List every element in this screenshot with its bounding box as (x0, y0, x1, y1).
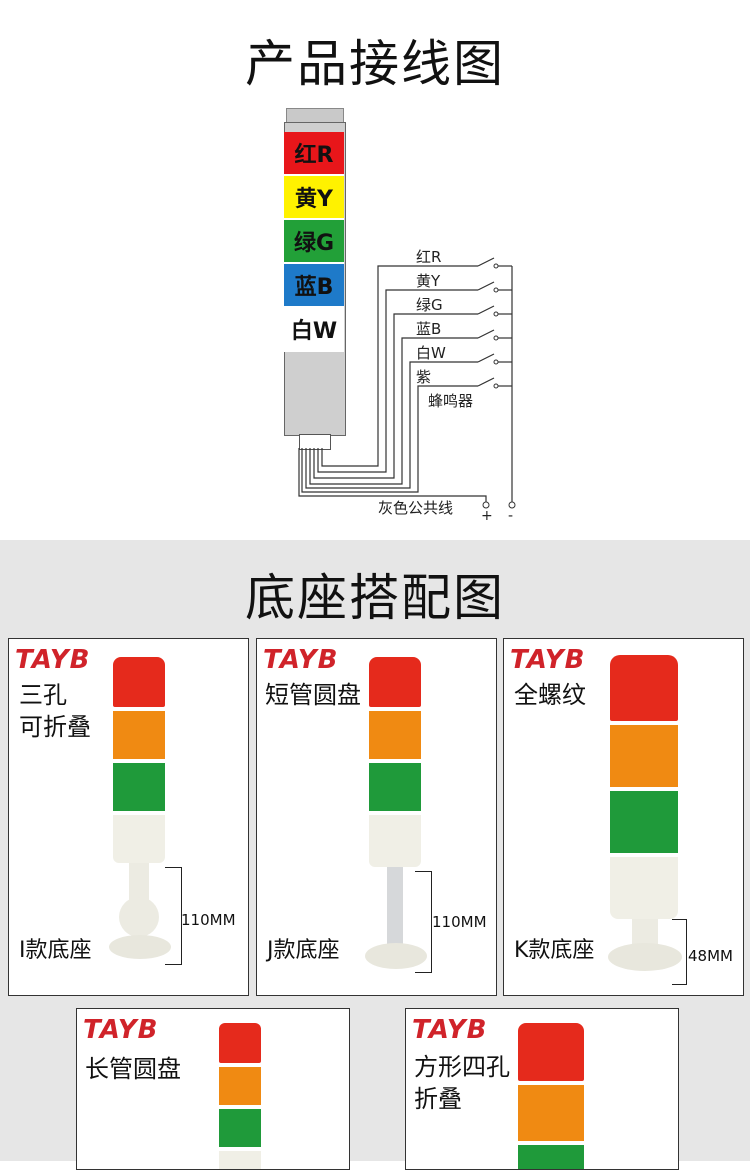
lamp-segment: 蓝B (284, 264, 344, 308)
panel-text-line: 全螺纹 (514, 681, 586, 709)
lamp-bottom-plug (299, 434, 331, 450)
wire-label-green: 绿G (416, 296, 443, 314)
lamp-segment: 白W (284, 308, 344, 352)
base-model-label: K款底座 (514, 938, 595, 963)
base-stem (129, 863, 149, 903)
panel-text-line: 方形四孔 (414, 1053, 510, 1081)
plus-terminal-label: + (481, 508, 493, 524)
light-green (113, 763, 165, 811)
lamp-segment: 黄Y (284, 176, 344, 220)
light-orange (610, 725, 678, 787)
page-title-wiring: 产品接线图 (245, 35, 505, 93)
dimension-bracket (672, 919, 687, 985)
brand-logo: TAYB (510, 645, 586, 675)
light-body (113, 815, 165, 863)
light-orange (113, 711, 165, 759)
light-orange (219, 1067, 261, 1105)
panel-text-line: 长管圆盘 (85, 1055, 181, 1083)
base-joint (119, 897, 159, 937)
panel-text-line: 三孔 (19, 681, 67, 709)
brand-logo: TAYB (83, 1015, 159, 1045)
panel-text-line: 可折叠 (19, 713, 91, 741)
dimension-label: 110MM (181, 911, 236, 929)
lamp-segment: 红R (284, 132, 344, 176)
base-model-label: J款底座 (267, 938, 340, 963)
wire-label-red: 红R (416, 248, 442, 266)
base-tube (387, 867, 403, 947)
light-green (518, 1145, 584, 1169)
light-red (113, 657, 165, 707)
wire-label-purple: 紫 (416, 368, 432, 386)
light-green (219, 1109, 261, 1147)
minus-terminal-label: - (508, 508, 514, 524)
page-title-bases: 底座搭配图 (245, 569, 505, 627)
light-body (219, 1151, 261, 1169)
light-orange (518, 1085, 584, 1141)
light-body (610, 857, 678, 919)
base-panel-i: TAYB 三孔 可折叠 110MM I款底座 (8, 638, 249, 996)
common-wire-label: 灰色公共线 (378, 499, 454, 517)
base-collar (632, 919, 658, 947)
panel-text-line: 折叠 (414, 1085, 462, 1113)
light-green (610, 791, 678, 853)
wire-label-buzzer: 蜂鸣器 (428, 392, 474, 410)
wire-label-white: 白W (416, 344, 446, 362)
dimension-bracket (165, 867, 182, 965)
base-disc (365, 943, 427, 969)
brand-logo: TAYB (263, 645, 339, 675)
base-panel-j: TAYB 短管圆盘 110MM J款底座 (256, 638, 497, 996)
dimension-label: 110MM (432, 913, 487, 931)
dimension-bracket (415, 871, 432, 973)
brand-logo: TAYB (15, 645, 91, 675)
light-red (518, 1023, 584, 1081)
wire-label-yellow: 黄Y (416, 272, 441, 290)
base-disc (109, 935, 171, 959)
dimension-label: 48MM (688, 947, 733, 965)
base-model-label: I款底座 (19, 938, 92, 963)
base-panel-square-four-hole: TAYB 方形四孔 折叠 (405, 1008, 679, 1170)
wire-label-blue: 蓝B (416, 320, 442, 338)
base-disc (608, 943, 682, 971)
brand-logo: TAYB (412, 1015, 488, 1045)
light-orange (369, 711, 421, 759)
light-red (610, 655, 678, 721)
base-panel-k: TAYB 全螺纹 48MM K款底座 (503, 638, 744, 996)
light-green (369, 763, 421, 811)
base-panel-long-tube: TAYB 长管圆盘 (76, 1008, 350, 1170)
panel-text-line: 短管圆盘 (265, 681, 361, 709)
lamp-segment: 绿G (284, 220, 344, 264)
light-red (369, 657, 421, 707)
wiring-diagram (298, 257, 516, 509)
light-body (369, 815, 421, 867)
light-red (219, 1023, 261, 1063)
